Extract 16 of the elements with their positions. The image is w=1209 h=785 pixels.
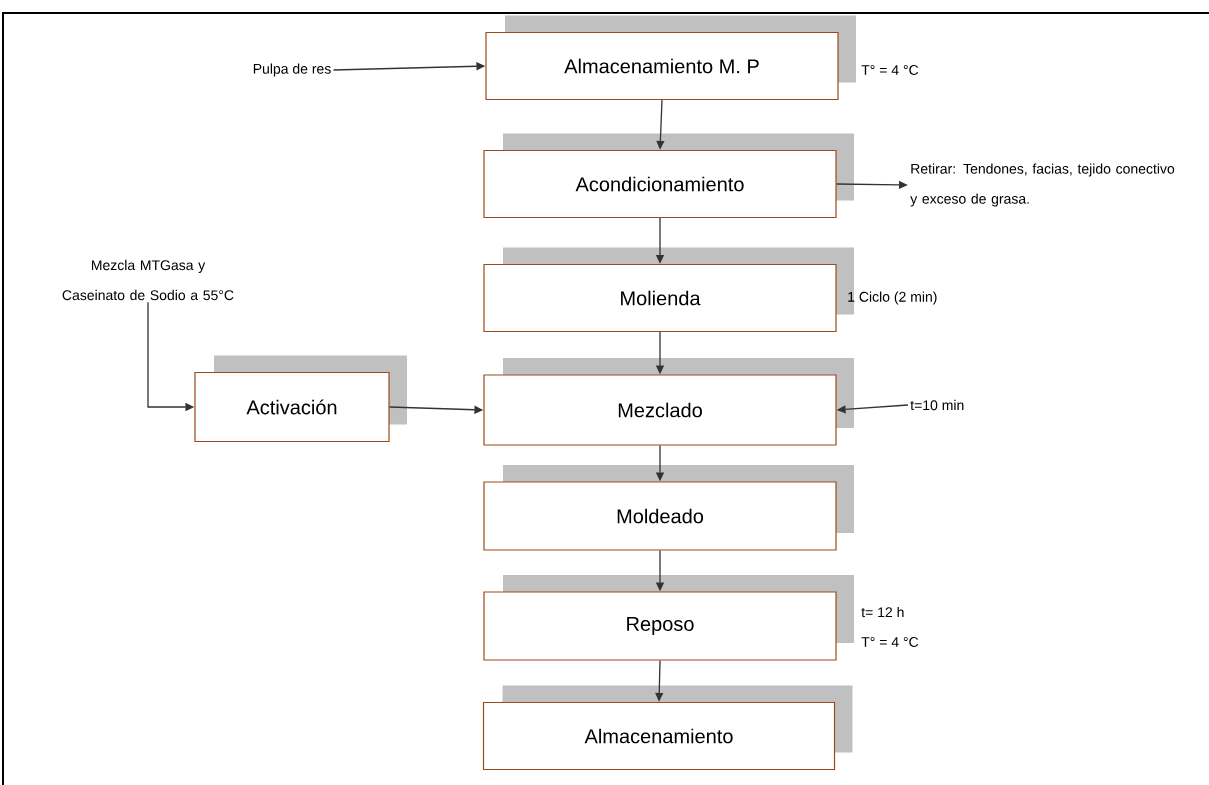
condition-text: T° = 4 °C bbox=[861, 65, 919, 75]
annotation-text: Pulpa de res bbox=[253, 63, 331, 77]
condition-text: 1 Ciclo (2 min) bbox=[848, 291, 937, 305]
annotation-text: Retirar: Tendones, facias, tejido conectivo y exceso de grasa. bbox=[910, 163, 1175, 207]
process-box: Moldeado bbox=[483, 481, 837, 551]
process-box: Molienda bbox=[483, 263, 837, 333]
process-box: Reposo bbox=[483, 591, 837, 661]
process-box: Almacenamiento M. P bbox=[485, 31, 839, 101]
annotation-text: Mezcla MTGasa y Caseinato de Sodio a 55°C bbox=[62, 259, 234, 301]
process-box: Almacenamiento bbox=[482, 701, 836, 771]
condition-text: t= 12 h bbox=[861, 606, 904, 618]
process-box: Acondicionamiento bbox=[483, 149, 837, 219]
condition-text: T° = 4 °C bbox=[861, 637, 919, 647]
process-box: Activación bbox=[194, 371, 390, 443]
process-box: Mezclado bbox=[483, 374, 837, 446]
annotation-text: t=10 min bbox=[910, 399, 964, 411]
